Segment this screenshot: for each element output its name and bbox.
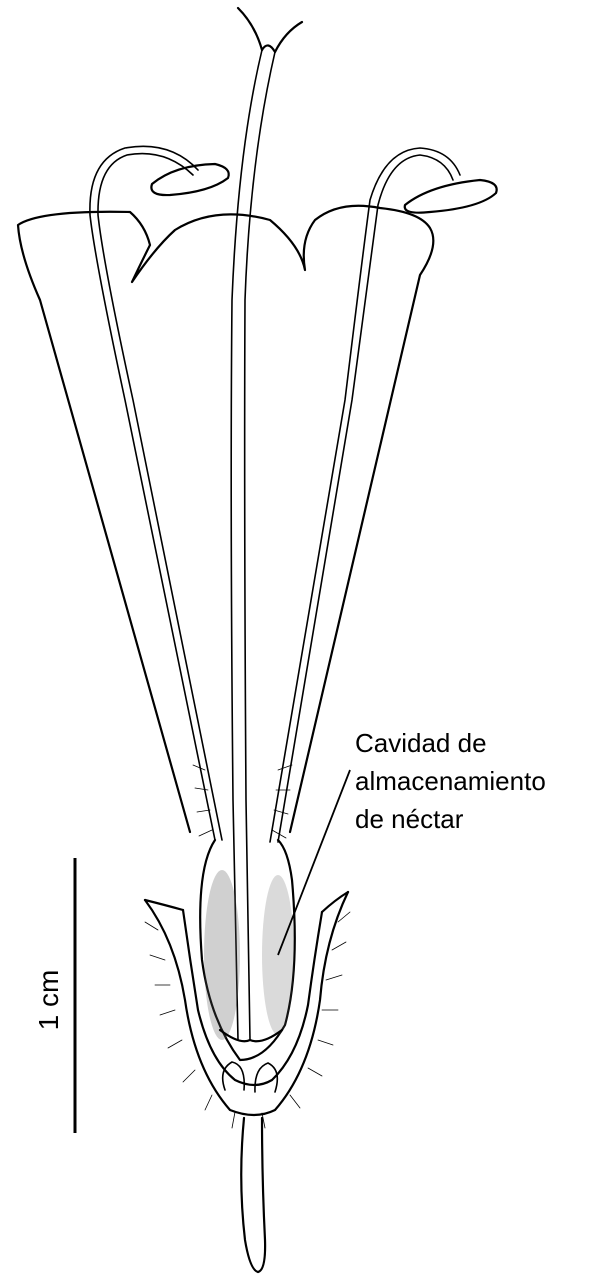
label-line-3: de néctar xyxy=(355,804,464,834)
calyx-hairs xyxy=(145,912,350,1128)
stigma xyxy=(238,8,302,52)
left-anther xyxy=(151,164,228,195)
pedicel xyxy=(241,1118,265,1272)
scale-label: 1 cm xyxy=(33,970,64,1031)
label-line-2: almacenamiento xyxy=(355,766,546,796)
right-anther xyxy=(405,180,497,213)
scale-bar: 1 cm xyxy=(33,858,75,1133)
nectar-label: Cavidad de almacenamiento de néctar xyxy=(355,728,546,834)
left-stamen xyxy=(90,146,229,840)
label-line-1: Cavidad de xyxy=(355,728,487,758)
